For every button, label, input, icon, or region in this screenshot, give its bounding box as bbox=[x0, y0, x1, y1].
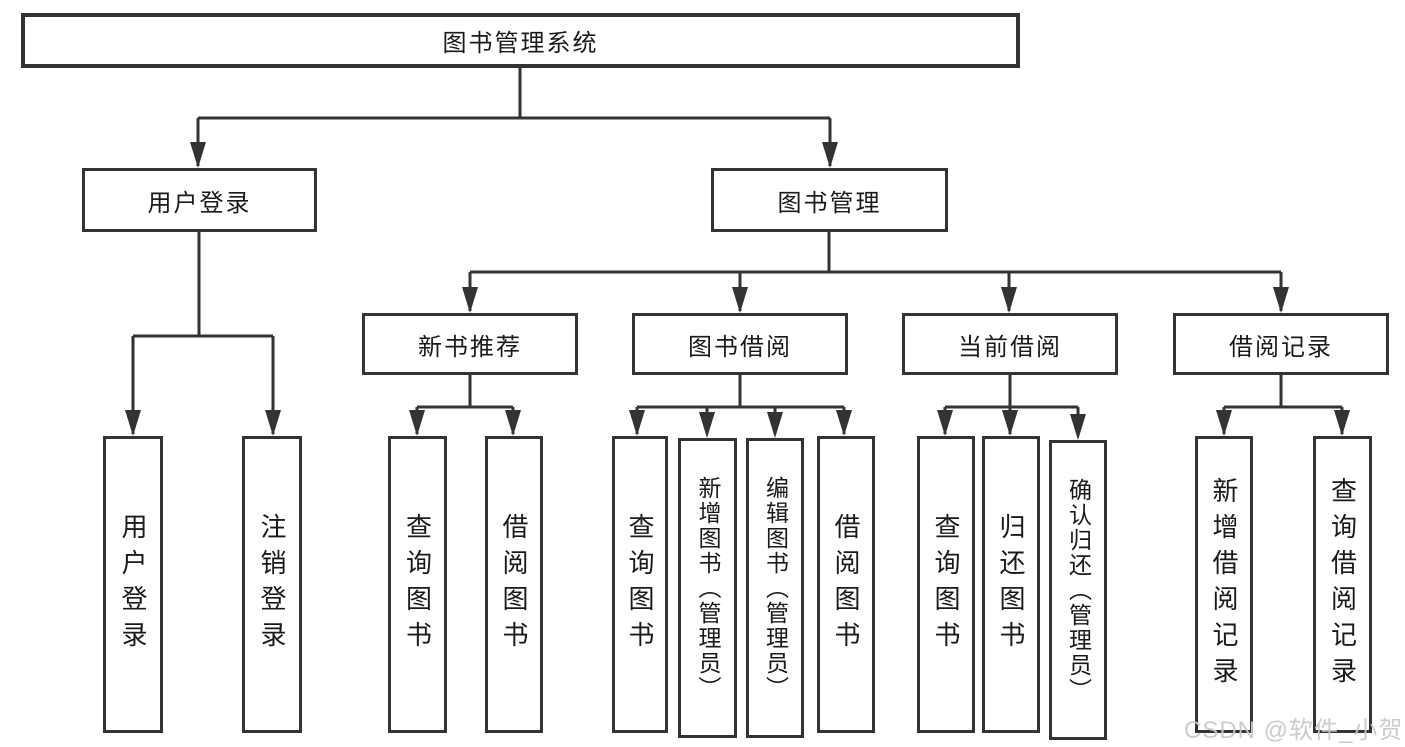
arrowhead-icons bbox=[125, 142, 1350, 440]
node-borrow-records: 借阅记录 bbox=[1173, 313, 1389, 375]
leaf-borrow-books-recommend: 借阅图书 bbox=[485, 436, 543, 733]
leaf-logout: 注销登录 bbox=[242, 436, 302, 733]
node-user-login: 用户登录 bbox=[82, 168, 317, 232]
csdn-watermark: CSDN @软件_小贺同学 bbox=[1184, 717, 1405, 744]
node-library-management-system: 图书管理系统 bbox=[21, 13, 1020, 68]
node-current-borrow: 当前借阅 bbox=[902, 313, 1118, 375]
leaf-query-books-borrow: 查询图书 bbox=[612, 436, 668, 733]
leaf-query-books-current: 查询图书 bbox=[917, 436, 975, 733]
leaf-return-books: 归还图书 bbox=[982, 436, 1040, 733]
leaf-borrow-books: 借阅图书 bbox=[817, 436, 875, 733]
leaf-add-borrow-record: 新增借阅记录 bbox=[1195, 436, 1253, 733]
leaf-query-borrow-record: 查询借阅记录 bbox=[1313, 436, 1372, 733]
leaf-query-books-recommend: 查询图书 bbox=[388, 436, 447, 733]
node-book-borrow: 图书借阅 bbox=[632, 313, 848, 375]
leaf-add-book-admin: 新增图书（管理员） bbox=[678, 438, 737, 738]
node-book-management: 图书管理 bbox=[711, 168, 948, 232]
leaf-edit-book-admin: 编辑图书（管理员） bbox=[746, 438, 804, 738]
leaf-confirm-return-admin: 确认归还（管理员） bbox=[1049, 440, 1107, 740]
node-new-book-recommend: 新书推荐 bbox=[362, 313, 578, 375]
leaf-user-login: 用户登录 bbox=[103, 436, 163, 733]
